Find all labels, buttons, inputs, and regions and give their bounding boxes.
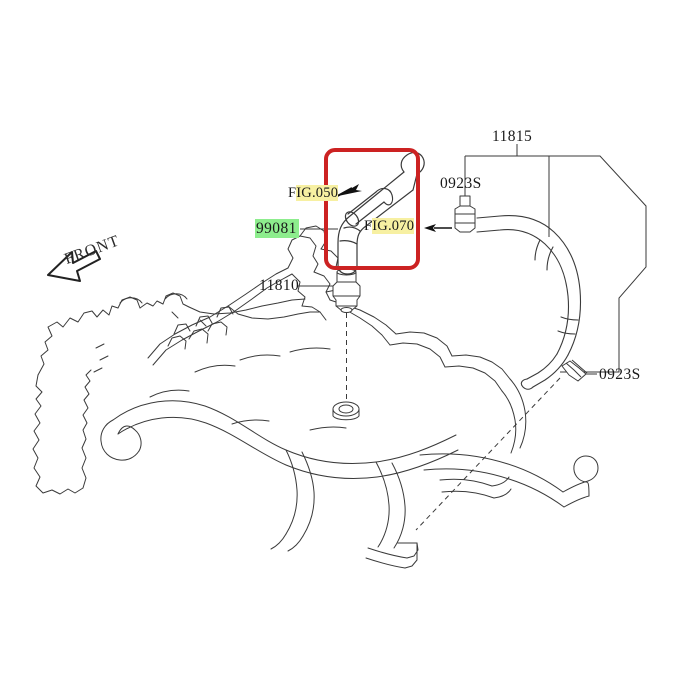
intake-manifold-drawing: [32, 225, 599, 569]
callout-part-0923S-upper: 0923S: [440, 175, 482, 192]
callout-fig-070: FIG.070: [364, 218, 415, 234]
callout-fig-070-highlight: IG.070: [372, 218, 415, 234]
front-arrow-icon: [47, 250, 101, 282]
fig070-arrow-icon: [424, 224, 436, 232]
callout-part-11815: 11815: [492, 128, 533, 145]
pcv-hose-99081-drawing: [337, 152, 425, 275]
clamp-install-dashed-line: [415, 377, 561, 531]
hose-clamp-upper-0923S-drawing: [454, 195, 476, 233]
callout-part-0923S-lower: 0923S: [599, 366, 641, 383]
bracket-11815: [465, 144, 647, 373]
callout-part-11810: 11810: [259, 277, 300, 294]
callout-fig-050-highlight: IG.050: [296, 185, 339, 201]
callout-fig-070-prefix: F: [364, 218, 373, 234]
hose-clamp-lower-0923S-drawing: [561, 359, 588, 382]
pcv-valve-11810-drawing: [332, 268, 361, 313]
ventilation-hose-11815-drawing: [476, 215, 581, 390]
red-highlight-box: [324, 148, 420, 270]
callout-fig-050-prefix: F: [288, 185, 297, 201]
callout-part-99081-text: 99081: [255, 219, 299, 238]
callout-part-99081: 99081: [255, 219, 299, 238]
callout-fig-050: FIG.050: [288, 185, 339, 201]
